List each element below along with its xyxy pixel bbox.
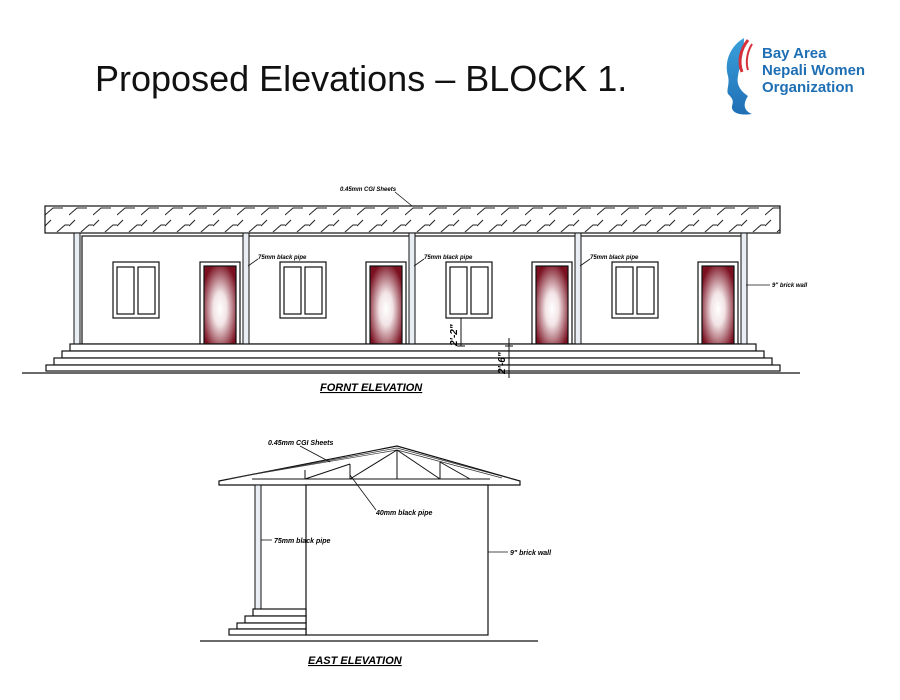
front-wall-label: 9" brick wall xyxy=(772,283,808,289)
east-truss xyxy=(252,449,490,480)
door xyxy=(697,261,739,345)
window xyxy=(279,261,327,319)
front-dimensions xyxy=(457,317,513,378)
pipe-label-2: 75mm black pipe xyxy=(424,255,473,261)
dimension-steps: 2'-6" xyxy=(497,352,508,375)
pipe-label-3: 75mm black pipe xyxy=(590,255,639,261)
front-steps xyxy=(45,343,781,372)
front-elevation: 2'-2" 2'-6" 0.45mm CGI Sheets 75mm black… xyxy=(22,187,808,394)
front-roof-label: 0.45mm CGI Sheets xyxy=(340,187,397,193)
truss-label: 40mm black pipe xyxy=(375,510,433,517)
logo-line-1: Bay Area xyxy=(762,45,827,62)
east-elevation: 0.45mm CGI Sheets 40mm black pipe 75mm b… xyxy=(200,440,552,667)
logo-line-2: Nepali Women xyxy=(762,62,866,79)
pipe-label-1: 75mm black pipe xyxy=(258,255,307,261)
leader-line xyxy=(349,474,377,511)
leader-line xyxy=(413,258,425,267)
east-wall xyxy=(305,484,489,636)
leader-line xyxy=(579,258,591,267)
east-wall-label: 9" brick wall xyxy=(510,550,552,557)
slide-title: Proposed Elevations – BLOCK 1. xyxy=(95,58,628,99)
front-doors xyxy=(199,261,739,345)
logo-line-3: Organization xyxy=(762,79,854,96)
east-roof-label: 0.45mm CGI Sheets xyxy=(268,440,333,447)
leader-line xyxy=(394,191,413,207)
leader-line xyxy=(247,258,259,267)
east-pipe-label: 75mm black pipe xyxy=(274,538,331,545)
window xyxy=(112,261,160,319)
east-steps xyxy=(228,608,307,636)
window xyxy=(445,261,493,319)
east-roof xyxy=(218,445,521,486)
dimension-plinth: 2'-2" xyxy=(449,324,460,347)
east-elevation-caption: EAST ELEVATION xyxy=(308,655,403,667)
door xyxy=(199,261,241,345)
window xyxy=(611,261,659,319)
east-column xyxy=(254,484,262,610)
woman-profile-icon xyxy=(726,38,753,115)
organization-logo: Bay Area Nepali Women Organization xyxy=(722,36,892,116)
front-elevation-caption: FORNT ELEVATION xyxy=(320,382,423,394)
front-roof xyxy=(44,205,781,234)
door xyxy=(531,261,573,345)
east-roof-sheeting xyxy=(227,447,513,480)
door xyxy=(365,261,407,345)
front-windows xyxy=(112,261,659,319)
leader-line xyxy=(299,445,331,463)
